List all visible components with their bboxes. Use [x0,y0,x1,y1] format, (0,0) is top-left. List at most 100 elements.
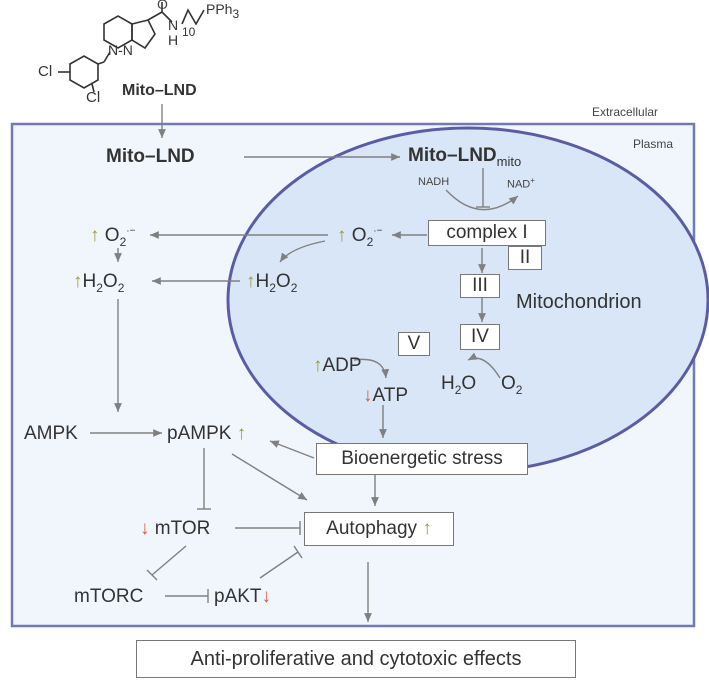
h2o2-cyto-osub: 2 [117,280,125,295]
extracellular-label: Extracellular [592,105,659,119]
complex-i-box: complex I [428,220,546,246]
adp-text: ADP [322,355,362,376]
nadh-label: NADH [418,176,450,188]
autophagy-text: Autophagy [326,518,418,539]
inhibit-autophagy-by-pakt-bar [293,545,303,559]
up-arrow-icon: ↑ [246,271,256,292]
o2-mito-sub: 2 [366,234,374,249]
atp-label: ↓ATP [363,386,408,405]
up-arrow-icon: ↑ [422,518,432,539]
edge-adp-to-atp [353,358,390,379]
h2o2-mito-h: H [255,271,270,292]
h2o2-cyto-hsub: 2 [96,280,103,295]
mitochondrion-label: Mitochondrion [516,291,642,313]
edge-o2-mito-to-h2o2 [279,240,326,263]
ring-to-methylene-bond [97,61,105,65]
cl-ortho-label: Cl [86,89,101,106]
down-arrow-icon: ↓ [261,586,272,607]
complex-iii-label: III [472,275,488,296]
ring-n-2: N [122,42,133,58]
pampk-text: pAMPK [167,423,232,444]
chain-subscript: 10 [182,25,196,39]
carbonyl-o: O [157,0,168,12]
pakt-text: pAKT [214,586,262,607]
autophagy-box: Autophagy ↑ [304,512,454,546]
h2o-sub: 2 [454,382,462,397]
ring-n-label: N-N [108,42,133,58]
up-arrow-icon: ↑ [73,271,83,292]
mito-lnd-cytosol: Mito–LND [106,146,195,167]
complex-v-label: V [407,333,421,354]
edge-o2-to-h2o [467,352,501,379]
inhibit-mtorc [151,545,187,576]
o2-cyto-o: O [104,225,120,246]
amide-h: H [168,32,179,48]
atp-text: ATP [372,385,409,406]
cl-para-label: Cl [38,63,53,80]
benzyl-bond [103,51,111,63]
nad-text: NAD [507,178,531,191]
o2-water-label: O2 [501,374,522,396]
complex-iii-box: III [460,274,500,298]
molecule-name: Mito–LND [122,82,197,99]
nad-label: NAD+ [507,177,535,191]
complex-iv-label: IV [471,326,489,347]
pph3-label: PPh3 [206,2,239,20]
bioenergetic-stress-box: Bioenergetic stress [316,443,528,475]
h2o-h: H [441,373,455,394]
edge-nadh-to-nad [445,189,519,211]
up-arrow-icon: ↑ [313,355,323,376]
h2o-o: O [461,373,477,394]
complex-ii-label: II [519,247,531,268]
inhibit-autophagy-by-pakt [259,551,299,579]
bioenergetic-stress-label: Bioenergetic stress [341,448,503,469]
h2o2-mito-hsub: 2 [269,280,276,295]
down-arrow-icon: ↓ [363,385,373,406]
h2o2-cyto: ↑H2O2 [73,272,124,294]
complex-i-label: complex I [446,222,528,243]
decyl-chain-bond [181,8,205,26]
mtor-label: ↓ mTOR [140,519,210,538]
o2-cyto-sub: 2 [119,234,127,249]
ring-n-1: N [108,42,119,58]
edge-stress-to-pampk [269,440,315,459]
indazole-pyrazole-ring [131,19,156,50]
h2o2-cyto-h: H [82,271,97,292]
mito-lnd-structure [58,2,205,93]
pampk-label: pAMPK ↑ [167,424,246,443]
mito-lnd-mito: Mito–LNDmito [408,146,521,168]
pph3-text: PPh [206,1,233,17]
o2-water-sub: 2 [515,382,523,397]
mtor-text: mTOR [154,518,211,539]
nad-superscript: + [530,176,535,185]
adp-label: ↑ADP [313,356,362,375]
h2o-label: H2O [441,374,476,396]
o2-mito-o: O [351,225,367,246]
inhibit-mtorc-bar [146,569,158,581]
amide-bond [161,11,173,23]
plasma-label: Plasma [633,137,674,151]
o2-cyto: ↑ O2·− [90,226,135,248]
o2-water-o: O [501,373,516,394]
amide-n: N [168,17,179,33]
up-arrow-icon: ↑ [236,423,247,444]
h2o2-cyto-o: O [102,271,118,292]
cl-ortho-bond [91,83,95,93]
up-arrow-icon: ↑ [337,225,347,246]
chain-label: 10 [182,26,195,38]
h2o2-mito: ↑H2O2 [246,272,297,294]
o2-mito-sup: ·− [373,225,383,237]
edges [90,104,519,622]
mtorc-label: mTORC [74,586,144,607]
ampk-label: AMPK [24,423,78,444]
complex-v-box: V [398,332,430,356]
h2o2-mito-o: O [275,271,291,292]
pakt-label: pAKT↓ [214,587,271,606]
o2-mito: ↑ O2·− [337,226,382,248]
mito-lnd-mito-text: Mito–LND [408,145,497,166]
o2-cyto-sup: ·− [126,225,136,237]
edge-pampk-to-autophagy [231,453,308,501]
effects-label: Anti-proliferative and cytotoxic effects [190,647,522,670]
complex-iv-box: IV [460,324,500,350]
